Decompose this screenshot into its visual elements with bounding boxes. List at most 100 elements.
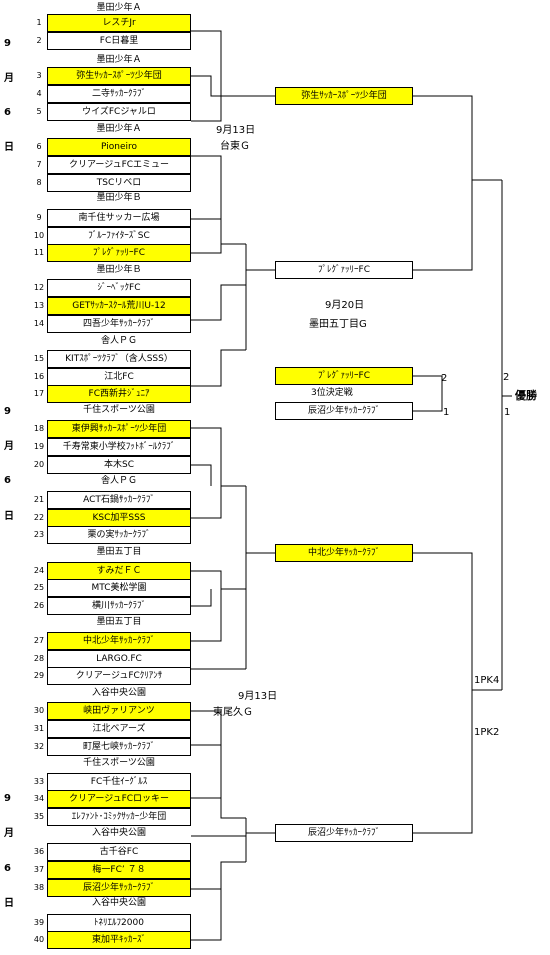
venue-header: 墨田少年Ａ xyxy=(96,124,142,134)
team-box: 東伊興ｻｯｶｰｽﾎﾟｰﾂ少年団 xyxy=(47,420,191,438)
team-box: 横川ｻｯｶｰｸﾗﾌﾞ xyxy=(47,597,191,615)
seed-number: 9 xyxy=(36,213,42,222)
champion-label: 優勝 xyxy=(515,389,537,402)
team-box: ウイズFCジャルロ xyxy=(47,103,191,121)
venue-header: 墨田少年Ｂ xyxy=(96,193,142,203)
side-label: 6 xyxy=(4,863,11,874)
team-box: 栗の実ｻｯｶｰｸﾗﾌﾞ xyxy=(47,526,191,544)
seed-number: 4 xyxy=(36,89,42,98)
seed-number: 10 xyxy=(33,231,45,240)
team-box: クリアージュFCｸﾘｱﾝｻ xyxy=(47,667,191,685)
pk-score-label: 1PK2 xyxy=(474,727,500,738)
seed-number: 14 xyxy=(33,319,45,328)
round-winner-box: 中北少年ｻｯｶｰｸﾗﾌﾞ xyxy=(275,544,413,562)
team-box: MTC美松学園 xyxy=(47,579,191,597)
seed-number: 1 xyxy=(36,18,42,27)
seed-number: 16 xyxy=(33,372,45,381)
seed-number: 37 xyxy=(33,865,45,874)
side-label: 6 xyxy=(4,475,11,486)
final-top-score: 2 xyxy=(503,372,510,383)
team-box: 四吾少年ｻｯｶｰｸﾗﾌﾞ xyxy=(47,315,191,333)
team-box: 東加平ｷｯｶｰｽﾞ xyxy=(47,931,191,949)
seed-number: 3 xyxy=(36,71,42,80)
venue-label: 東尾久Ｇ xyxy=(213,707,253,718)
team-box: TSCリベロ xyxy=(47,174,191,192)
team-box: Pioneiro xyxy=(47,138,191,156)
team-box: 千寿常東小学校ﾌｯﾄﾎﾞｰﾙｸﾗﾌﾞ xyxy=(47,438,191,456)
team-box: LARGO.FC xyxy=(47,650,191,668)
side-label: 月 xyxy=(4,73,14,84)
team-box: FC千住ｲｰｸﾞﾙｽ xyxy=(47,773,191,791)
team-box: 江北FC xyxy=(47,368,191,386)
team-box: 本木SC xyxy=(47,456,191,474)
team-box: 梅一FC’ ７８ xyxy=(47,861,191,879)
team-box: 南千住サッカー広場 xyxy=(47,209,191,227)
team-box: 弥生ｻｯｶｰｽﾎﾟｰﾂ少年団 xyxy=(47,67,191,85)
venue-header: 入谷中央公園 xyxy=(91,688,146,698)
seed-number: 28 xyxy=(33,654,45,663)
seed-number: 30 xyxy=(33,706,45,715)
seed-number: 32 xyxy=(33,742,45,751)
date-label: 9月20日 xyxy=(325,300,365,311)
seed-number: 29 xyxy=(33,671,45,680)
seed-number: 6 xyxy=(36,142,42,151)
date-label: 9月13日 xyxy=(238,691,278,702)
venue-header: 千住スポーツ公園 xyxy=(83,758,155,768)
team-box: ﾌﾞﾙｰﾌｧｲﾀｰｽﾞSC xyxy=(47,227,191,245)
seed-number: 39 xyxy=(33,918,45,927)
team-box: FC日暮里 xyxy=(47,32,191,50)
seed-number: 13 xyxy=(33,301,45,310)
seed-number: 2 xyxy=(36,36,42,45)
side-label: 9 xyxy=(4,793,11,804)
seed-number: 18 xyxy=(33,424,45,433)
team-box: レスチJr xyxy=(47,14,191,32)
side-label: 月 xyxy=(4,828,14,839)
side-label: 日 xyxy=(4,511,14,522)
team-box: すみだＦＣ xyxy=(47,562,191,580)
seed-number: 7 xyxy=(36,160,42,169)
third-place-top-score: 2 xyxy=(441,373,448,384)
venue-header: 墨田五丁目 xyxy=(96,617,142,627)
seed-number: 36 xyxy=(33,847,45,856)
seed-number: 33 xyxy=(33,777,45,786)
seed-number: 22 xyxy=(33,513,45,522)
team-box: ﾄﾈﾘｴﾙﾌ2000 xyxy=(47,914,191,932)
pk-score-label: 1PK4 xyxy=(474,675,500,686)
venue-header: 入谷中央公園 xyxy=(91,828,146,838)
third-place-top-box: ﾌﾟﾚｸﾞｧｯﾘｰFC xyxy=(275,367,413,385)
team-box: 中北少年ｻｯｶｰｸﾗﾌﾞ xyxy=(47,632,191,650)
seed-number: 12 xyxy=(33,283,45,292)
side-label: 月 xyxy=(4,441,14,452)
venue-header: 墨田少年Ａ xyxy=(96,3,142,13)
seed-number: 26 xyxy=(33,601,45,610)
side-label: 9 xyxy=(4,38,11,49)
team-box: KITｽﾎﾟｰﾂｸﾗﾌﾞ（含人SSS） xyxy=(47,350,191,368)
round-winner-box: 弥生ｻｯｶｰｽﾎﾟｰﾂ少年団 xyxy=(275,87,413,105)
venue-header: 墨田五丁目 xyxy=(96,547,142,557)
team-box: クリアージュFCエミュー xyxy=(47,156,191,174)
team-box: ｴﾚﾌｧﾝﾄ･ｺﾐｯｸｻｯｶｰ少年団 xyxy=(47,808,191,826)
team-box: 江北ベアーズ xyxy=(47,720,191,738)
seed-number: 27 xyxy=(33,636,45,645)
venue-header: 千住スポーツ公園 xyxy=(83,405,155,415)
third-place-bottom-box: 辰沼少年ｻｯｶｰｸﾗﾌﾞ xyxy=(275,402,413,420)
seed-number: 25 xyxy=(33,583,45,592)
side-label: 9 xyxy=(4,406,11,417)
seed-number: 38 xyxy=(33,883,45,892)
seed-number: 11 xyxy=(33,248,45,257)
seed-number: 5 xyxy=(36,107,42,116)
venue-header: 墨田少年Ａ xyxy=(96,55,142,65)
side-label: 日 xyxy=(4,898,14,909)
venue-label: 台東Ｇ xyxy=(220,141,250,152)
venue-header: 入谷中央公園 xyxy=(91,898,146,908)
seed-number: 31 xyxy=(33,724,45,733)
seed-number: 17 xyxy=(33,389,45,398)
team-box: 町屋七峡ｻｯｶｰｸﾗﾌﾞ xyxy=(47,738,191,756)
third-place-label: 3位決定戦 xyxy=(311,388,353,398)
venue-header: 墨田少年Ｂ xyxy=(96,265,142,275)
seed-number: 40 xyxy=(33,935,45,944)
venue-label: 墨田五丁目G xyxy=(309,319,367,330)
team-box: 辰沼少年ｻｯｶｰｸﾗﾌﾞ xyxy=(47,879,191,897)
venue-header: 舎人ＰＧ xyxy=(100,336,137,346)
